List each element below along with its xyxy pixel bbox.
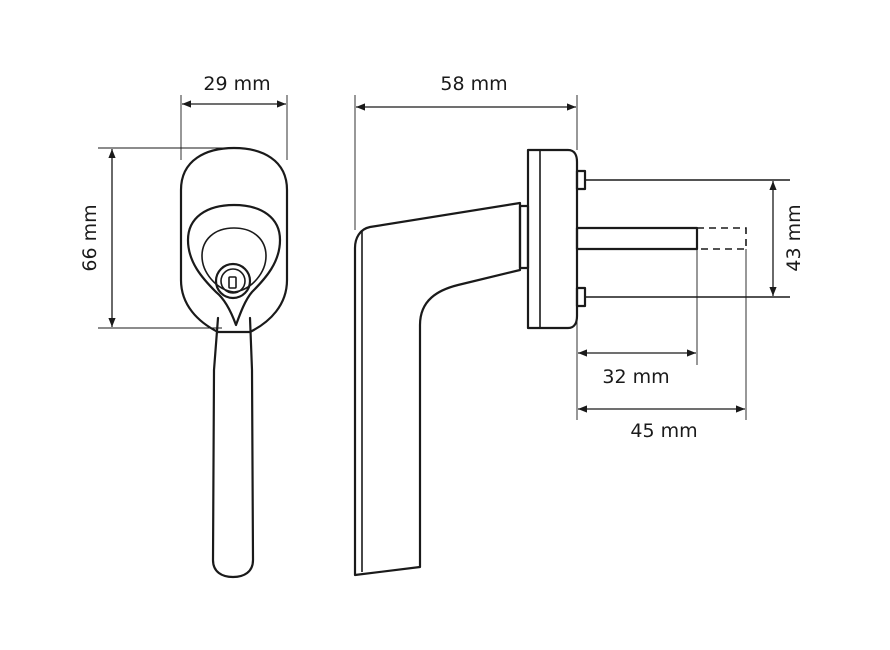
label-front-width: 29 mm [203,73,270,95]
label-side-depth: 58 mm [440,73,507,95]
screw-head-bottom [575,286,587,308]
label-spindle-long: 45 mm [630,420,697,442]
dimension-spindle-short: 32 mm [576,249,698,420]
front-boss-outer [186,203,282,327]
side-rose-plate [526,148,579,330]
front-lever-outline [211,316,255,579]
dimension-side-depth: 58 mm [354,73,578,230]
front-view [179,146,289,579]
keyhole [228,276,237,289]
lock-cylinder-inner [220,268,246,294]
side-lever-outline [353,201,522,577]
label-front-height: 66 mm [79,204,101,271]
dimension-screw-spacing: 43 mm [769,181,805,296]
dimension-front-width: 29 mm [180,73,288,160]
lock-cylinder [214,262,252,300]
spindle [575,226,699,251]
screw-head-top [575,169,587,191]
dimension-front-height: 66 mm [79,147,240,329]
front-boss-inner [201,227,267,293]
side-view [353,148,790,577]
front-rose-outline [179,146,289,334]
label-spindle-short: 32 mm [602,366,669,388]
side-neck [518,204,530,270]
label-screw-spacing: 43 mm [783,204,805,271]
dimension-spindle-long: 45 mm [578,249,747,442]
spindle-extension-dashed [697,227,747,250]
